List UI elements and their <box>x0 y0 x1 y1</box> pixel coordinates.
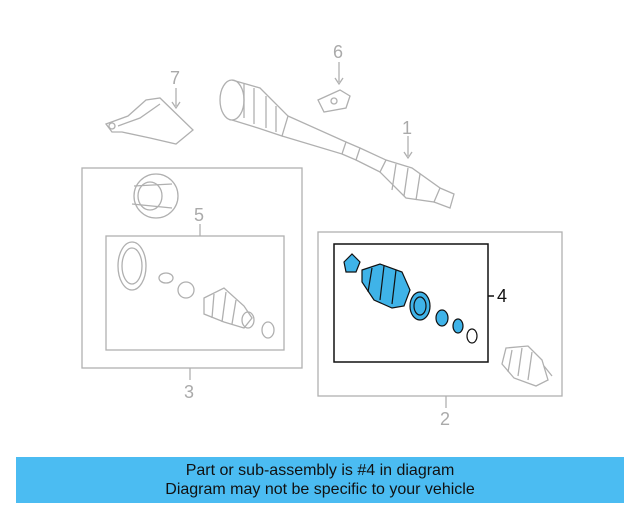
callout-7: 7 <box>170 68 180 88</box>
part-1-axle-shaft[interactable] <box>219 79 455 209</box>
part-7-heat-shield[interactable] <box>104 97 194 145</box>
banner-line-2: Diagram may not be specific to your vehi… <box>165 481 475 498</box>
part-5-boot-kit[interactable] <box>117 241 275 339</box>
callout-3: 3 <box>184 382 194 402</box>
callout-1: 1 <box>402 118 412 138</box>
callout-6: 6 <box>333 42 343 62</box>
part-6-plate[interactable] <box>317 89 351 113</box>
part-3-joint-housing[interactable] <box>131 173 179 219</box>
info-banner: Part or sub-assembly is #4 in diagram Di… <box>16 457 624 503</box>
part-4-box <box>333 243 489 363</box>
banner-line-1: Part or sub-assembly is #4 in diagram <box>185 462 455 479</box>
part-2-box <box>317 231 563 397</box>
callout-5: 5 <box>194 205 204 225</box>
part-2-outer-joint[interactable] <box>501 345 553 387</box>
part-5-box <box>105 235 285 351</box>
callout-2: 2 <box>440 409 450 429</box>
callout-4: 4 <box>497 286 507 306</box>
part-4-boot-kit[interactable] <box>343 253 478 344</box>
part-3-box <box>81 167 303 369</box>
